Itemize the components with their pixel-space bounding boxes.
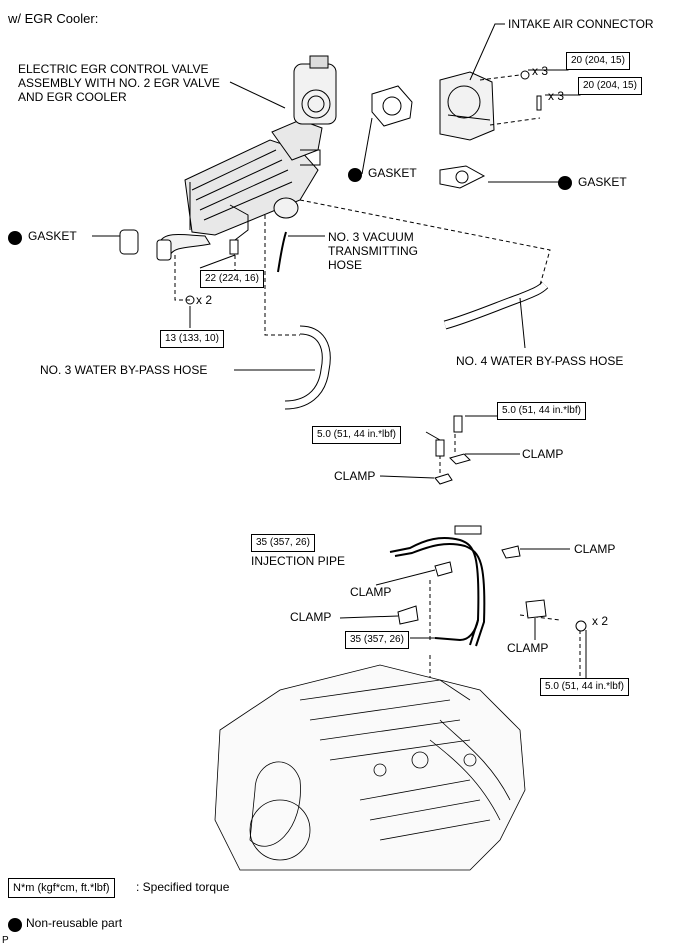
engine-outline-drawing — [214, 664, 526, 871]
injection-pipe-label: INJECTION PIPE — [251, 554, 346, 568]
egr-control-valve-label: ELECTRIC EGR CONTROL VALVE ASSEMBLY WITH… — [18, 62, 220, 104]
torque-box-20-lower: 20 (204, 15) — [578, 77, 642, 95]
clamp-label-3: CLAMP — [574, 542, 616, 556]
footer-mark: P — [2, 935, 9, 946]
torque-box-22: 22 (224, 16) — [200, 270, 264, 288]
page-title: w/ EGR Cooler: — [8, 11, 99, 26]
gasket-left-drawing — [119, 229, 139, 255]
legend-torque-unit-box: N*m (kgf*cm, ft.*lbf) — [8, 878, 115, 898]
clamp-label-6: CLAMP — [507, 641, 549, 655]
gasket-label-center: GASKET — [368, 166, 417, 180]
intake-air-connector-label: INTAKE AIR CONNECTOR — [508, 17, 654, 31]
injection-pipe-drawing — [389, 525, 486, 647]
legend-torque-description: : Specified torque — [136, 880, 230, 894]
qty-x3-lower: x 3 — [548, 89, 565, 103]
water-bypass-hose-3-label: NO. 3 WATER BY-PASS HOSE — [40, 363, 208, 377]
gasket-label-right: GASKET — [578, 175, 627, 189]
vacuum-port-drawing — [273, 197, 299, 273]
intake-connector-drawing — [439, 71, 495, 141]
clamp-label-1: CLAMP — [522, 447, 564, 461]
qty-x2-bolt: x 2 — [592, 614, 609, 628]
gasket-label-left: GASKET — [28, 229, 77, 243]
non-reusable-dot-gasket-right — [558, 176, 572, 190]
legend-non-reusable-dot — [8, 918, 22, 932]
torque-box-5-left: 5.0 (51, 44 in.*lbf) — [312, 426, 401, 444]
torque-box-35-upper: 35 (357, 26) — [251, 534, 315, 552]
egr-valve-assembly-drawing — [184, 55, 337, 241]
torque-box-5-bottom: 5.0 (51, 44 in.*lbf) — [540, 678, 629, 696]
clamp-shapes — [397, 415, 587, 632]
qty-x3-upper: x 3 — [532, 64, 549, 78]
egr-hose-drawing — [156, 234, 211, 261]
non-reusable-dot-gasket-center — [348, 168, 362, 182]
torque-box-20-upper: 20 (204, 15) — [566, 52, 630, 70]
vacuum-hose-label: NO. 3 VACUUM TRANSMITTING HOSE — [328, 230, 418, 272]
legend-non-reusable-label: Non-reusable part — [26, 916, 123, 930]
water-bypass-hose-4-label: NO. 4 WATER BY-PASS HOSE — [456, 354, 624, 368]
clamp-label-2: CLAMP — [334, 469, 376, 483]
non-reusable-dot-gasket-left — [8, 231, 22, 245]
torque-box-35-lower: 35 (357, 26) — [345, 631, 409, 649]
torque-box-5-top: 5.0 (51, 44 in.*lbf) — [497, 402, 586, 420]
clamp-label-4: CLAMP — [350, 585, 392, 599]
qty-x2-nut: x 2 — [196, 293, 213, 307]
clamp-label-5: CLAMP — [290, 610, 332, 624]
gasket-shapes — [371, 85, 486, 189]
torque-box-13: 13 (133, 10) — [160, 330, 224, 348]
leader-lines — [92, 23, 587, 680]
